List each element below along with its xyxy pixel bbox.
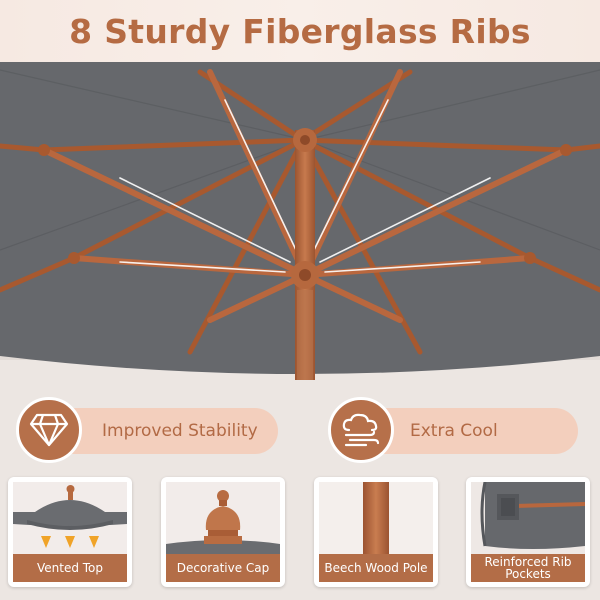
decorative-cap-image	[166, 482, 280, 562]
feature-label: Extra Cool	[410, 421, 498, 441]
detail-caption: Decorative Cap	[166, 554, 280, 582]
page-title: 8 Sturdy Fiberglass Ribs	[69, 11, 531, 51]
detail-card-decorative-cap: Decorative Cap	[161, 477, 285, 587]
vented-top-image	[13, 482, 127, 562]
reinforced-rib-pockets-image	[471, 482, 585, 562]
detail-card-beech-wood-pole: Beech Wood Pole	[314, 477, 438, 587]
detail-card-reinforced-rib-pockets: Reinforced Rib Pockets	[466, 477, 590, 587]
feature-label: Improved Stability	[102, 421, 258, 441]
detail-caption: Reinforced Rib Pockets	[471, 554, 585, 582]
detail-caption: Vented Top	[13, 554, 127, 582]
detail-card-vented-top: Vented Top	[8, 477, 132, 587]
beech-wood-pole-image	[319, 482, 433, 562]
title-banner: 8 Sturdy Fiberglass Ribs	[0, 0, 600, 62]
detail-caption: Beech Wood Pole	[319, 554, 433, 582]
cloud-wind-icon	[328, 397, 394, 463]
diamond-icon	[16, 397, 82, 463]
